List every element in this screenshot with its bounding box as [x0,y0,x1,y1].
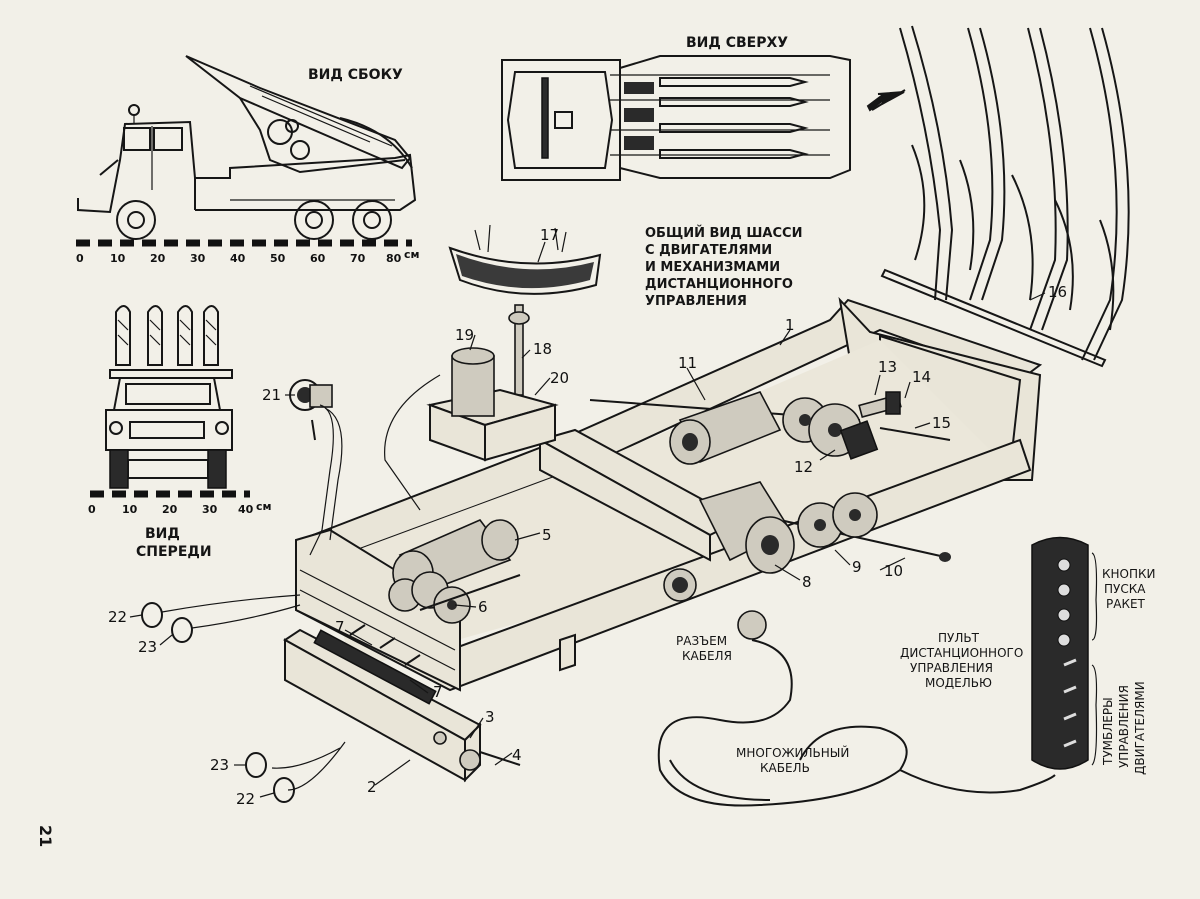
toggles-label: ДВИГАТЕЛЯМИ [1133,681,1147,775]
callout-11: 11 [678,354,697,372]
buttons-label: КНОПКИ [1102,567,1156,581]
callouts: 1 2 3 4 5 6 7 7 8 9 10 11 12 13 14 15 16… [108,226,1067,808]
side-view-title: ВИД СБОКУ [308,67,403,83]
side-view-truck: 0 10 20 30 40 50 60 70 80 см ВИД СБОКУ [76,55,420,265]
top-view: ВИД СВЕРХУ [501,35,906,181]
toggles-label: ТУМБЛЕРЫ [1101,697,1115,766]
scale-tick: 40 [238,503,254,516]
side-scale-ticks: 0 10 20 30 40 50 60 70 80 см [76,248,420,265]
cable-and-remote [657,536,1098,807]
callout-13: 13 [878,358,897,376]
remote-control [1031,536,1089,770]
scale-tick: 10 [122,503,138,516]
mechanism [388,391,951,624]
callout-1: 1 [785,316,795,334]
scale-tick: 0 [88,503,96,516]
control-block [271,624,521,791]
caption-line: С ДВИГАТЕЛЯМИ [645,243,772,258]
scale-tick: 70 [350,252,366,265]
page-number: 21 [36,825,55,847]
callout-16: 16 [1048,283,1067,301]
connector-label: РАЗЪЕМ [676,634,727,648]
searchlight [289,374,441,556]
cable-label: КАБЕЛЬ [760,761,810,775]
scale-tick: 20 [150,252,166,265]
scale-unit: см [404,248,420,261]
scale-unit: см [256,500,272,513]
wooden-chassis [295,296,1043,692]
caption-line: УПРАВЛЕНИЯ [645,294,747,309]
callout-10: 10 [884,562,903,580]
cable-label: МНОГОЖИЛЬНЫЙ [736,745,849,760]
front-view-truck: 0 10 20 30 40 см ВИД СПЕРЕДИ [88,305,272,560]
motor-11 [669,391,782,465]
scale-tick: 30 [190,252,206,265]
connector-label: КАБЕЛЯ [682,649,732,663]
general-view-caption: ОБЩИЙ ВИД ШАССИ С ДВИГАТЕЛЯМИ И МЕХАНИЗМ… [645,225,802,309]
scale-tick: 80 [386,252,402,265]
callout-7: 7 [335,618,345,636]
callout-14: 14 [912,368,931,386]
callout-12: 12 [794,458,813,476]
top-view-title: ВИД СВЕРХУ [686,35,788,51]
front-view-title: СПЕРЕДИ [136,544,212,560]
motor-19 [451,347,495,417]
remote-label: ПУЛЬТ [938,631,980,645]
callout-15: 15 [932,414,951,432]
callout-17: 17 [540,226,559,244]
scale-tick: 40 [230,252,246,265]
callout-22: 22 [108,608,127,626]
callout-19: 19 [455,326,474,344]
remote-label: ДИСТАНЦИОННОГО [900,646,1023,660]
toggles-label: УПРАВЛЕНИЯ [1117,685,1131,768]
callout-5: 5 [542,526,552,544]
callout-22: 22 [236,790,255,808]
callout-23: 23 [210,756,229,774]
caption-line: ДИСТАНЦИОННОГО [645,277,793,292]
callout-8: 8 [802,573,812,591]
callout-18: 18 [533,340,552,358]
callout-21: 21 [262,386,281,404]
callout-2: 2 [367,778,377,796]
callout-3: 3 [485,708,495,726]
callout-7: 7 [433,683,443,701]
callout-23: 23 [138,638,157,656]
scale-tick: 30 [202,503,218,516]
buttons-label: ПУСКА [1104,582,1146,596]
caption-line: И МЕХАНИЗМАМИ [645,260,780,275]
front-view-title: ВИД [145,526,180,542]
radar-unit [426,224,602,462]
remote-label: МОДЕЛЬЮ [925,676,992,690]
callout-9: 9 [852,558,862,576]
text-labels: РАЗЪЕМ КАБЕЛЯ МНОГОЖИЛЬНЫЙ КАБЕЛЬ ПУЛЬТ … [36,567,1156,847]
scale-tick: 0 [76,252,84,265]
buttons-label: РАКЕТ [1106,597,1146,611]
scale-tick: 20 [162,503,178,516]
gear-9 [797,492,878,548]
scale-tick: 60 [310,252,326,265]
scale-tick: 50 [270,252,286,265]
motor-8 [698,481,795,574]
callout-20: 20 [550,369,569,387]
scale-tick: 10 [110,252,126,265]
callout-6: 6 [478,598,488,616]
remote-label: УПРАВЛЕНИЯ [910,661,993,675]
launch-rails [880,25,1130,368]
callout-4: 4 [512,746,522,764]
caption-line: ОБЩИЙ ВИД ШАССИ [645,225,802,241]
